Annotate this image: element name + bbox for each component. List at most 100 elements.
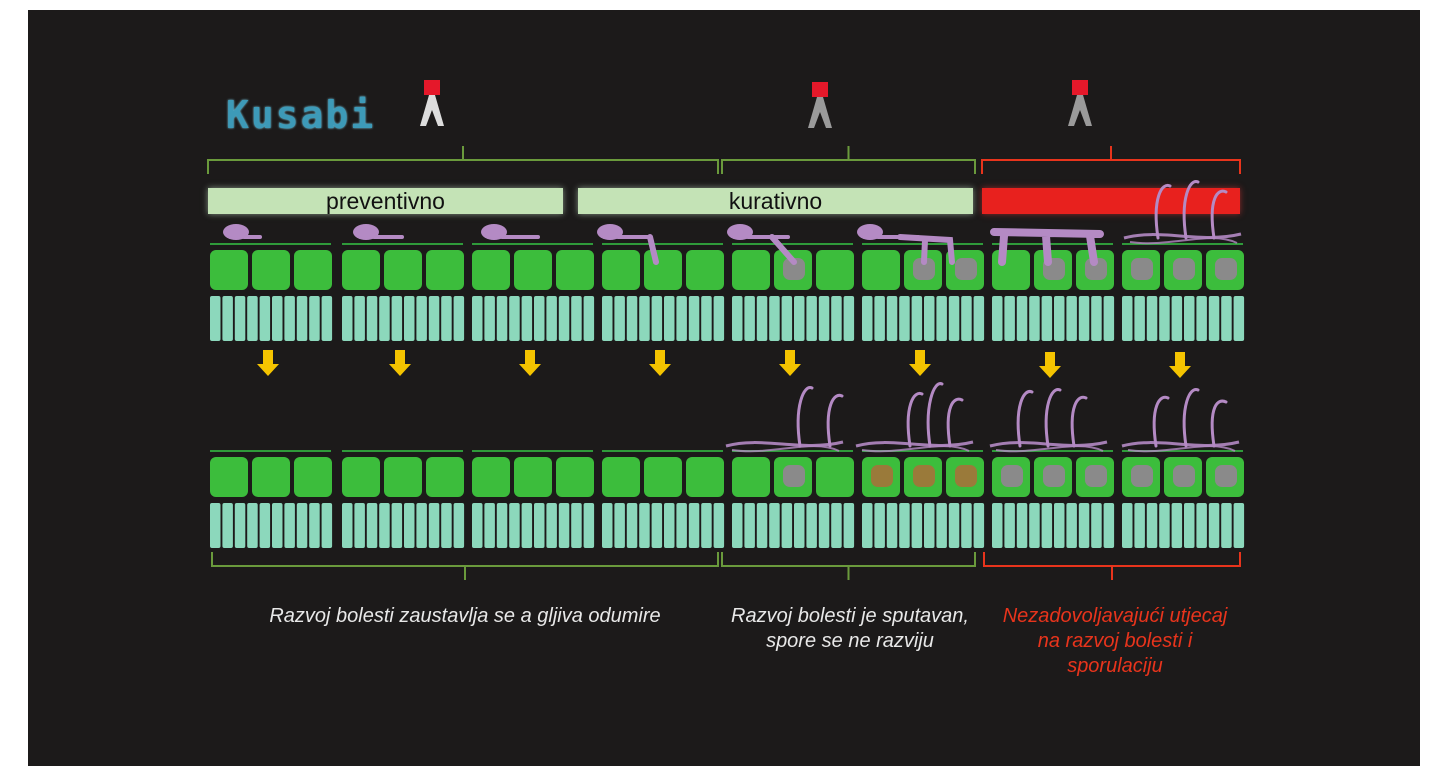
bottom-stage-7-infected-cell — [1043, 465, 1065, 487]
bottom-stage-1-epidermal-cell — [210, 457, 248, 497]
top-stage-1-epidermal-cell — [252, 250, 290, 290]
top-stage-5-palisade-cell — [843, 296, 855, 341]
bottom-stage-1-palisade-cell — [296, 503, 308, 548]
top-stage-8-palisade-cell — [1233, 296, 1245, 341]
bracket-bottom-suppressed — [721, 552, 976, 580]
stage-4-penetration — [647, 234, 659, 265]
top-stage-6-palisade-cell — [874, 296, 885, 341]
bottom-stage-4-palisade-cell — [651, 503, 663, 548]
bottom-stage-5-palisade-cell — [794, 503, 805, 548]
top-stage-4-epidermal-cell — [686, 250, 724, 290]
bottom-stage-2-epidermal-cell — [384, 457, 422, 497]
top-stage-6-infected-cell — [955, 258, 977, 280]
top-stage-2-epidermal-cell — [426, 250, 464, 290]
bottom-stage-6-infected-cell — [913, 465, 935, 487]
bottom-stage-5-palisade-cell — [781, 503, 793, 548]
bottom-stage-5-sporangiophore — [796, 386, 814, 448]
bottom-stage-1-palisade-cell — [247, 503, 258, 548]
top-stage-8-palisade-cell — [1171, 296, 1183, 341]
bottom-stage-2-palisade-cell — [366, 503, 378, 548]
bottom-stage-6-infected-cell — [871, 465, 893, 487]
top-stage-3-epidermal-cell — [556, 250, 594, 290]
bottom-stage-6-palisade-cell — [886, 503, 898, 548]
top-stage-8-palisade-cell — [1221, 296, 1232, 341]
down-arrow-icon — [909, 350, 931, 376]
top-stage-6-infected-cell — [913, 258, 935, 280]
top-stage-1-palisade-cell — [284, 296, 295, 341]
top-stage-6-palisade-cell — [948, 296, 960, 341]
top-stage-1-epidermal-cell — [210, 250, 248, 290]
top-stage-3-palisade-cell — [521, 296, 533, 341]
top-stage-2-palisade-cell — [342, 296, 353, 341]
top-stage-4-palisade-cell — [626, 296, 638, 341]
bottom-stage-3-epidermal-cell — [556, 457, 594, 497]
bottom-stage-2-epidermal-cell — [342, 457, 380, 497]
top-stage-3-palisade-cell — [571, 296, 582, 341]
down-arrow-icon — [257, 350, 279, 376]
top-stage-4-palisade-cell — [688, 296, 700, 341]
top-stage-6-palisade-cell — [973, 296, 985, 341]
top-stage-7-palisade-cell — [992, 296, 1003, 341]
bottom-stage-3-palisade-cell — [521, 503, 533, 548]
slide-background — [28, 10, 1420, 766]
top-stage-4-palisade-cell — [639, 296, 650, 341]
bottom-stage-5-palisade-cell — [843, 503, 855, 548]
top-stage-7-epidermal-cell — [992, 250, 1030, 290]
bottom-stage-4-palisade-cell — [626, 503, 638, 548]
bottom-stage-2-palisade-cell — [342, 503, 353, 548]
top-stage-3-epidermal-cell — [514, 250, 552, 290]
stage-8-top-mycelium — [1123, 232, 1242, 240]
bottom-stage-8-palisade-cell — [1233, 503, 1245, 548]
top-stage-8-palisade-cell — [1208, 296, 1220, 341]
top-stage-2-palisade-cell — [366, 296, 378, 341]
bottom-stage-1-palisade-cell — [272, 503, 283, 548]
bottom-stage-2-palisade-cell — [441, 503, 452, 548]
bottom-stage-8-palisade-cell — [1221, 503, 1232, 548]
bottom-stage-8-palisade-cell — [1159, 503, 1170, 548]
bracket-top-preventive — [207, 146, 719, 174]
top-stage-4-epidermal-cell — [602, 250, 640, 290]
bottom-stage-3-palisade-cell — [496, 503, 508, 548]
top-stage-2-palisade-cell — [441, 296, 452, 341]
bottom-stage-2-palisade-cell — [453, 503, 465, 548]
top-stage-4-palisade-cell — [664, 296, 675, 341]
bottom-stage-8-infected-cell — [1173, 465, 1195, 487]
top-stage-6-palisade-cell — [924, 296, 935, 341]
bottom-stage-6-sporangiophore — [906, 391, 924, 448]
bottom-stage-4-palisade-cell — [713, 503, 725, 548]
bottom-stage-4-epidermal-cell — [686, 457, 724, 497]
bottom-stage-8-sporangiophore — [1210, 399, 1228, 448]
top-stage-7-palisade-cell — [1029, 296, 1040, 341]
top-stage-2-palisade-cell — [391, 296, 403, 341]
top-stage-1-palisade-cell — [321, 296, 333, 341]
bottom-stage-4-epidermal-cell — [644, 457, 682, 497]
bottom-stage-3-epidermal-cell — [472, 457, 510, 497]
bottom-stage-5-palisade-cell — [744, 503, 755, 548]
bottom-stage-2-epidermal-cell — [426, 457, 464, 497]
bottom-stage-5-epidermal-cell — [732, 457, 770, 497]
top-stage-7-palisade-cell — [1078, 296, 1090, 341]
stage-5-penetration — [769, 234, 797, 265]
top-stage-5-palisade-cell — [806, 296, 817, 341]
bottom-stage-2-palisade-cell — [391, 503, 403, 548]
bottom-stage-4-epidermal-cell — [602, 457, 640, 497]
bottom-stage-6-palisade-cell — [899, 503, 910, 548]
top-stage-3-palisade-cell — [472, 296, 483, 341]
top-stage-2-palisade-cell — [453, 296, 465, 341]
bottom-stage-4-palisade-cell — [676, 503, 687, 548]
bottom-stage-7-sporangiophore — [1016, 390, 1034, 448]
bottom-stage-3-palisade-cell — [558, 503, 570, 548]
bottom-stage-6-palisade-cell — [936, 503, 947, 548]
bottom-stage-6-infected-cell — [955, 465, 977, 487]
bottom-stage-8-palisade-cell — [1146, 503, 1158, 548]
bottom-stage-8-infected-cell — [1131, 465, 1153, 487]
bottom-stage-7-mycelium — [995, 445, 1104, 453]
down-arrow-icon — [1169, 352, 1191, 378]
top-stage-6-palisade-cell — [961, 296, 972, 341]
bottom-stage-6-palisade-cell — [874, 503, 885, 548]
top-stage-1-epidermal-cell — [294, 250, 332, 290]
bottom-stage-5-palisade-cell — [732, 503, 743, 548]
down-arrow-icon — [519, 350, 541, 376]
down-arrow-icon — [389, 350, 411, 376]
bottom-stage-4-palisade-cell — [602, 503, 613, 548]
